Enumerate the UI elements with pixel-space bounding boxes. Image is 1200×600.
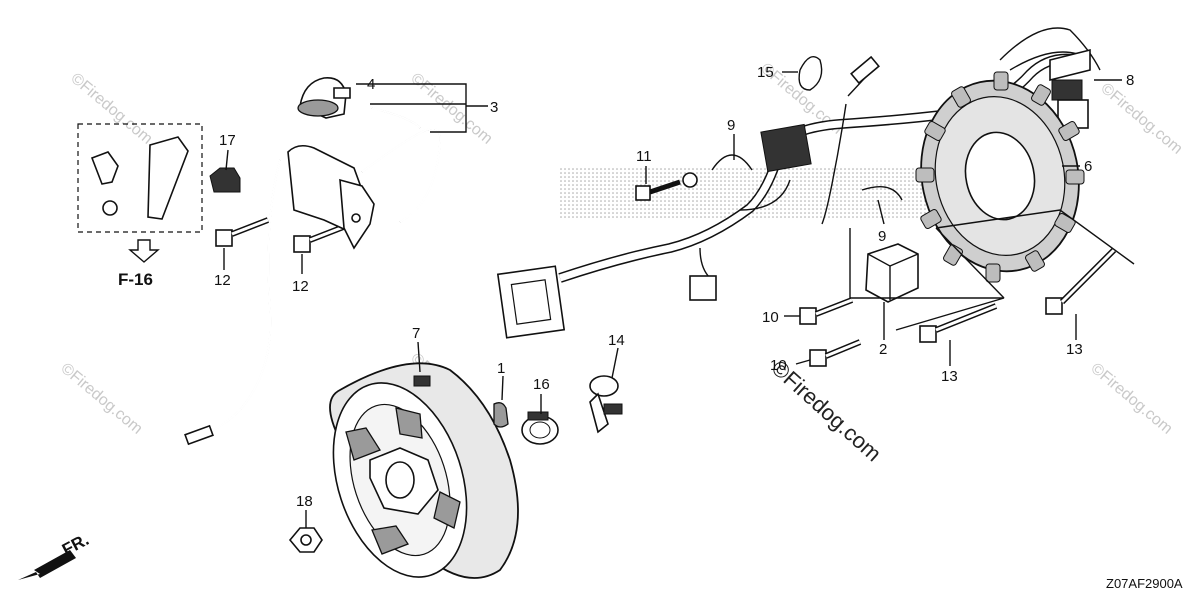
reference-box: F-16 <box>77 123 203 289</box>
callout-16: 16 <box>533 376 550 393</box>
clip-part-9b <box>861 186 903 201</box>
callout-13b: 13 <box>1066 341 1083 358</box>
bolt-part-11 <box>635 172 698 201</box>
flywheel-part-7 <box>329 362 519 579</box>
callout-10a: 10 <box>762 309 779 326</box>
key-part-1 <box>493 402 509 428</box>
clip-part-15 <box>798 56 823 91</box>
spark-plug-cap-part-4 <box>297 77 351 119</box>
callout-14: 14 <box>608 332 625 349</box>
callout-7: 7 <box>412 325 420 342</box>
bracket-icon <box>147 136 189 220</box>
stator-part-6 <box>915 71 1085 283</box>
arrow-down-icon <box>128 239 160 263</box>
callout-9b: 9 <box>878 228 886 245</box>
diagram-code: Z07AF2900A <box>1106 576 1183 591</box>
front-direction-arrow: FR. <box>18 530 92 580</box>
connector-large <box>496 265 566 339</box>
module-part-2 <box>865 243 919 303</box>
bolt-part-12a <box>215 217 270 247</box>
callout-10b: 10 <box>770 357 787 374</box>
bolt-part-10b <box>809 339 862 367</box>
callout-8: 8 <box>1126 72 1134 89</box>
clip-part-14 <box>589 375 623 434</box>
connector-stator-a <box>1051 79 1083 101</box>
callout-1: 1 <box>497 360 505 377</box>
clip-part-9a <box>711 154 753 171</box>
watermark: ©Firedog.com <box>1097 80 1185 158</box>
callout-9a: 9 <box>727 117 735 134</box>
callout-15: 15 <box>757 64 774 81</box>
dashed-frame <box>77 123 203 233</box>
bolt-part-10a <box>799 297 854 325</box>
watermark: ©Firedog.com <box>67 70 155 148</box>
ignition-coil-part-3 <box>184 107 442 446</box>
callout-17: 17 <box>219 132 236 149</box>
clamp-part-16 <box>521 411 559 445</box>
callout-12b: 12 <box>292 278 309 295</box>
callout-6: 6 <box>1084 158 1092 175</box>
ref-label: F-16 <box>118 270 153 289</box>
bolt-part-13a <box>919 303 998 343</box>
callout-18: 18 <box>296 493 313 510</box>
callout-2: 2 <box>879 341 887 358</box>
watermark: ©Firedog.com <box>407 70 495 148</box>
clip-part-17 <box>209 167 241 193</box>
connector-block <box>760 123 812 173</box>
watermark: ©Firedog.com <box>57 360 145 438</box>
callout-labels: 1 2 3 4 6 7 8 9 9 10 10 11 12 12 13 13 1… <box>214 64 1134 510</box>
bolt-part-13b <box>1045 247 1117 315</box>
callout-11: 11 <box>636 148 652 165</box>
bolt-icon <box>102 200 118 216</box>
callout-13a: 13 <box>941 368 958 385</box>
clip-icon <box>90 151 119 185</box>
callout-12a: 12 <box>214 272 231 289</box>
watermark: ©Firedog.com <box>1087 360 1175 438</box>
bolt-part-12b <box>293 223 348 253</box>
callout-3: 3 <box>490 99 498 116</box>
connector-small <box>689 275 717 301</box>
callout-4: 4 <box>367 76 375 93</box>
